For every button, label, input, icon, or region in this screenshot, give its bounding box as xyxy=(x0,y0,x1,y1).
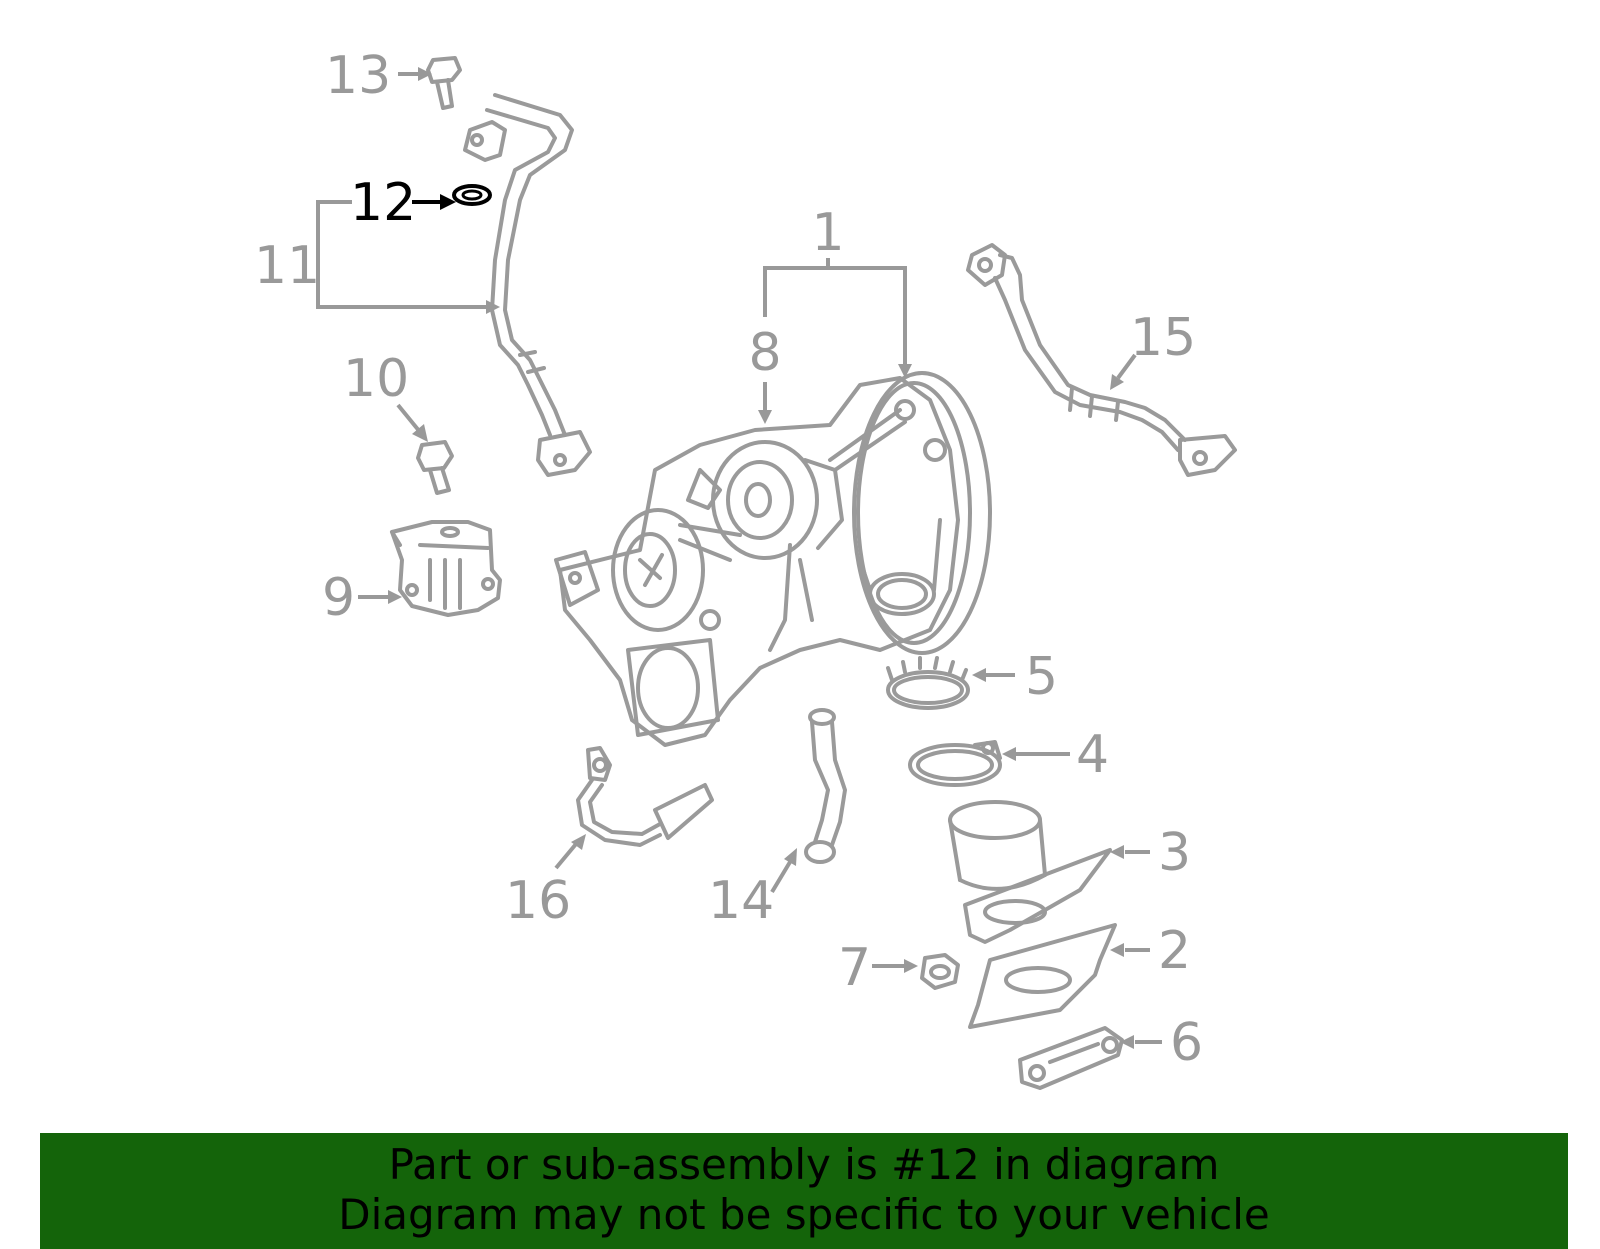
banner-line-2: Diagram may not be specific to your vehi… xyxy=(338,1190,1270,1239)
callout-11: 11 xyxy=(254,236,320,296)
part-12-washer xyxy=(452,184,492,206)
part-10-bolt xyxy=(416,440,454,495)
info-banner: Part or sub-assembly is #12 in diagram D… xyxy=(40,1133,1568,1249)
part-9-actuator xyxy=(390,520,502,617)
callout-4: 4 xyxy=(1076,725,1109,785)
part-14-line xyxy=(804,708,847,864)
callout-labels: 1 2 3 4 5 6 7 8 9 10 11 12 13 14 15 16 xyxy=(254,46,1203,1073)
callout-5: 5 xyxy=(1025,647,1058,707)
callout-16: 16 xyxy=(505,871,571,931)
part-15-coolant-line xyxy=(966,243,1237,477)
callout-10: 10 xyxy=(343,349,409,409)
callout-6: 6 xyxy=(1170,1013,1203,1073)
part-11-oil-line xyxy=(463,93,592,477)
part-7-nut xyxy=(920,953,960,990)
callout-13: 13 xyxy=(325,46,391,106)
callout-1: 1 xyxy=(811,203,844,263)
part-6-bracket xyxy=(1018,1026,1124,1090)
callout-8: 8 xyxy=(748,323,781,383)
callout-2: 2 xyxy=(1158,921,1191,981)
part-1-turbocharger xyxy=(554,371,992,747)
part-2-gasket xyxy=(968,923,1117,1029)
banner-line-1: Part or sub-assembly is #12 in diagram xyxy=(388,1140,1220,1189)
part-16-sensor-line xyxy=(576,746,714,847)
callout-14: 14 xyxy=(708,871,774,931)
callout-12: 12 xyxy=(350,173,416,233)
leader-lines xyxy=(316,67,1162,1049)
callout-15: 15 xyxy=(1130,308,1196,368)
part-4-clamp xyxy=(908,740,1002,787)
callout-3: 3 xyxy=(1158,823,1191,883)
callout-9: 9 xyxy=(322,568,355,628)
part-5-seal-ring xyxy=(886,656,970,710)
callout-7: 7 xyxy=(838,938,871,998)
part-3-adapter xyxy=(948,800,1112,944)
part-13-bolt xyxy=(426,56,462,110)
